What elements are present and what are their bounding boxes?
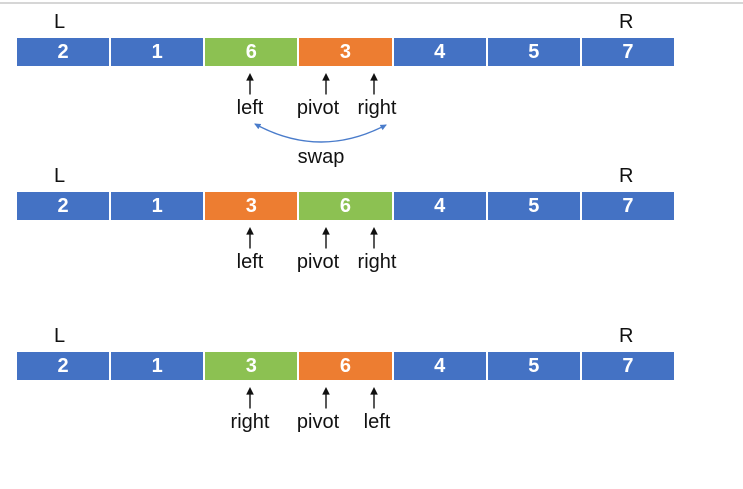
array-cell: 3 [299, 38, 392, 66]
swap-label: swap [297, 146, 345, 168]
top-divider [0, 2, 743, 4]
array-cell: 1 [111, 352, 204, 380]
pointer-label: left [363, 411, 391, 433]
left-bound-label: L [54, 325, 66, 347]
pointer-label: right [357, 97, 397, 119]
pointer-label: right [357, 251, 397, 273]
pointer-label: left [236, 97, 264, 119]
array-cell: 5 [487, 352, 580, 380]
array-cell: 4 [393, 352, 486, 380]
up-arrow-icon [322, 227, 330, 249]
up-arrow-icon [370, 73, 378, 95]
array-cell: 4 [393, 192, 486, 220]
up-arrow-icon [246, 73, 254, 95]
array-cell: 2 [17, 352, 110, 380]
up-arrow-icon [246, 227, 254, 249]
array-bar: 2 1 3 6 4 5 7 [17, 192, 674, 220]
partition-step-1: L R 2 1 6 3 4 5 7 left pivot right [0, 0, 743, 168]
array-cell: 1 [111, 192, 204, 220]
pointer-label: right [230, 411, 270, 433]
array-cell: 3 [205, 352, 298, 380]
up-arrow-icon [370, 387, 378, 409]
array-cell: 6 [299, 352, 392, 380]
pointer-label: pivot [296, 411, 340, 433]
right-bound-label: R [619, 325, 634, 347]
array-bar: 2 1 3 6 4 5 7 [17, 352, 674, 380]
array-cell: 4 [393, 38, 486, 66]
array-cell: 3 [205, 192, 298, 220]
array-cell: 5 [487, 38, 580, 66]
pointer-label: pivot [296, 251, 340, 273]
partition-step-2: L R 2 1 3 6 4 5 7 left pivot right [0, 154, 743, 314]
swap-arrow-icon [254, 123, 387, 143]
array-cell: 7 [581, 38, 674, 66]
pointer-label: left [236, 251, 264, 273]
left-bound-label: L [54, 165, 66, 187]
array-cell: 7 [581, 352, 674, 380]
right-bound-label: R [619, 11, 634, 33]
array-cell: 2 [17, 38, 110, 66]
up-arrow-icon [322, 73, 330, 95]
up-arrow-icon [322, 387, 330, 409]
array-cell: 2 [17, 192, 110, 220]
array-cell: 6 [299, 192, 392, 220]
up-arrow-icon [246, 387, 254, 409]
up-arrow-icon [370, 227, 378, 249]
left-bound-label: L [54, 11, 66, 33]
array-cell: 1 [111, 38, 204, 66]
array-cell: 7 [581, 192, 674, 220]
partition-step-3: L R 2 1 3 6 4 5 7 right pivot left [0, 314, 743, 474]
array-cell: 5 [487, 192, 580, 220]
array-cell: 6 [205, 38, 298, 66]
pointer-label: pivot [296, 97, 340, 119]
right-bound-label: R [619, 165, 634, 187]
array-bar: 2 1 6 3 4 5 7 [17, 38, 674, 66]
